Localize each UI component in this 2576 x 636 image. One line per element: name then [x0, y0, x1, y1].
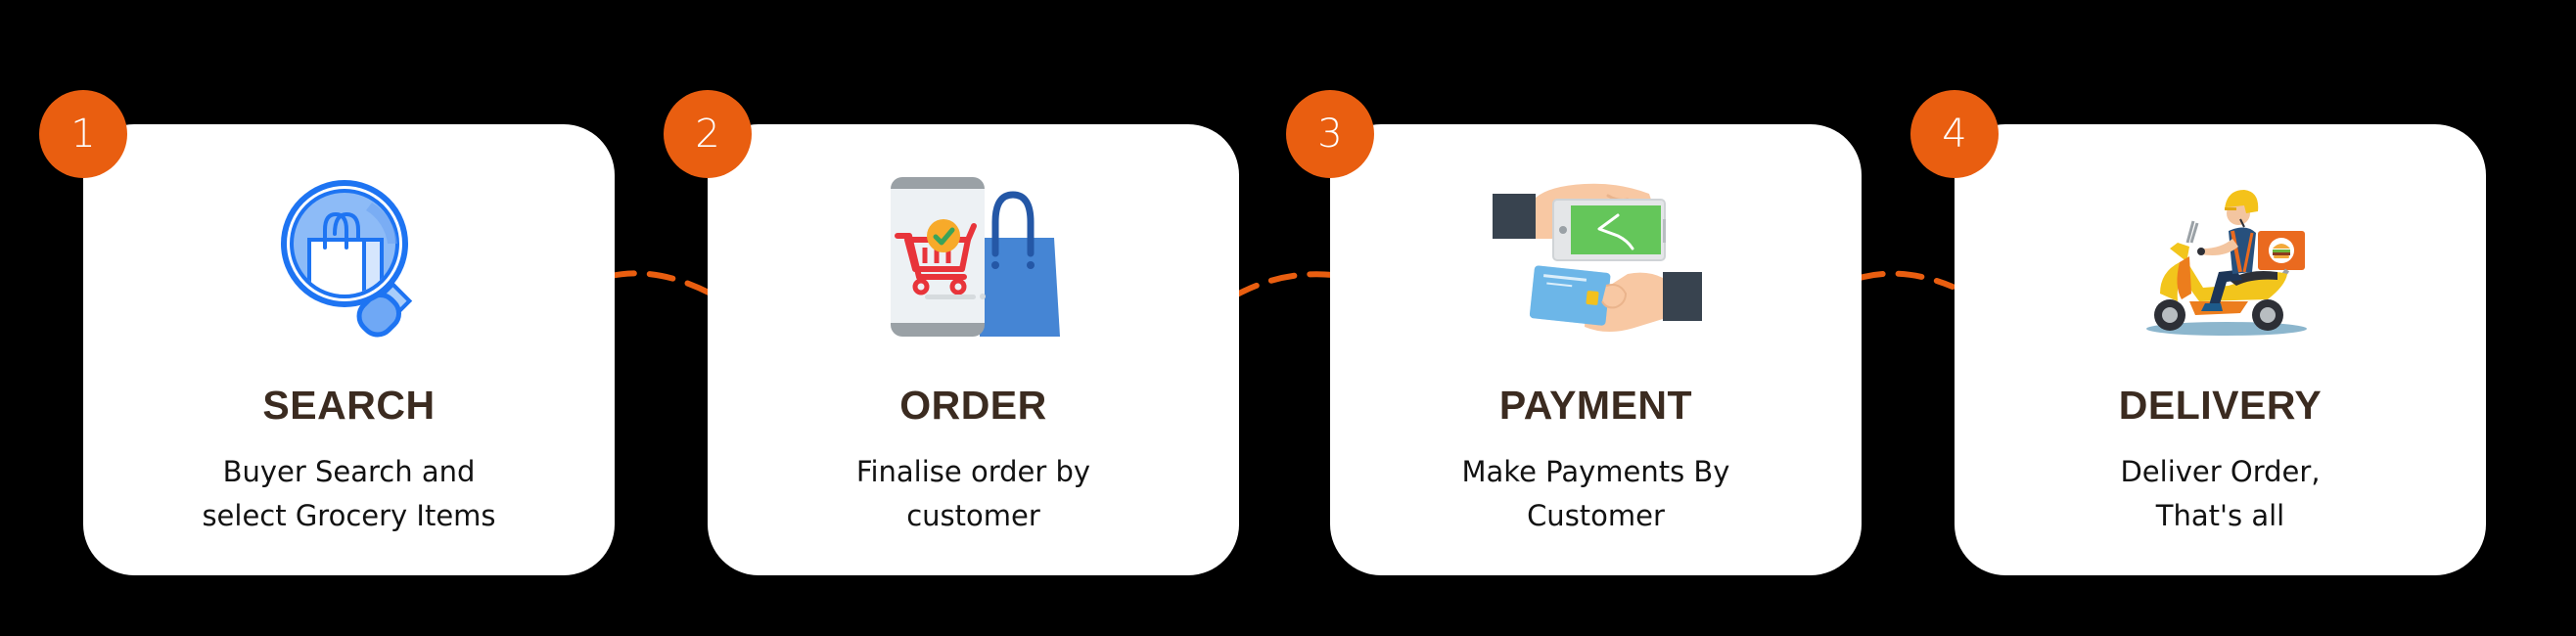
- magnifier-shopping-bag-icon: [83, 175, 615, 341]
- step-description-line: Deliver Order,: [2120, 455, 2321, 488]
- delivery-scooter-icon: [1955, 175, 2486, 341]
- step-description-line: Buyer Search and: [222, 455, 476, 488]
- step-number-badge: 1: [39, 90, 127, 178]
- step-title: DELIVERY: [2118, 383, 2323, 428]
- step-description-line: That's all: [2155, 499, 2285, 532]
- step-title: PAYMENT: [1498, 383, 1693, 428]
- step-number-badge: 4: [1910, 90, 1999, 178]
- step-card-search: 1 SEARCH Buyer Search and select Grocery…: [39, 90, 615, 575]
- step-description-line: Make Payments By: [1461, 455, 1730, 488]
- step-title: ORDER: [899, 383, 1047, 428]
- connector-3-4: [1857, 270, 1955, 290]
- step-number-badge: 3: [1286, 90, 1374, 178]
- step-card-order: 2 ORDER Finalise orde: [664, 90, 1239, 575]
- step-description-line: Customer: [1527, 499, 1665, 532]
- step-description: Finalise order by customer: [737, 450, 1210, 538]
- step-description: Make Payments By Customer: [1359, 450, 1832, 538]
- step-description: Buyer Search and select Grocery Items: [113, 450, 585, 538]
- step-description-line: customer: [906, 499, 1040, 532]
- step-card-delivery: 4: [1910, 90, 2486, 575]
- step-title: SEARCH: [262, 383, 436, 428]
- phone-cart-bag-icon: [708, 175, 1239, 341]
- step-card-payment: 3: [1286, 90, 1862, 575]
- hands-phone-card-icon: [1330, 175, 1862, 341]
- step-number-badge: 2: [664, 90, 752, 178]
- step-description-line: select Grocery Items: [202, 499, 496, 532]
- connector-2-3: [1232, 271, 1336, 298]
- step-description-line: Finalise order by: [855, 455, 1091, 488]
- step-description: Deliver Order, That's all: [1984, 450, 2457, 538]
- connector-1-2: [608, 270, 713, 296]
